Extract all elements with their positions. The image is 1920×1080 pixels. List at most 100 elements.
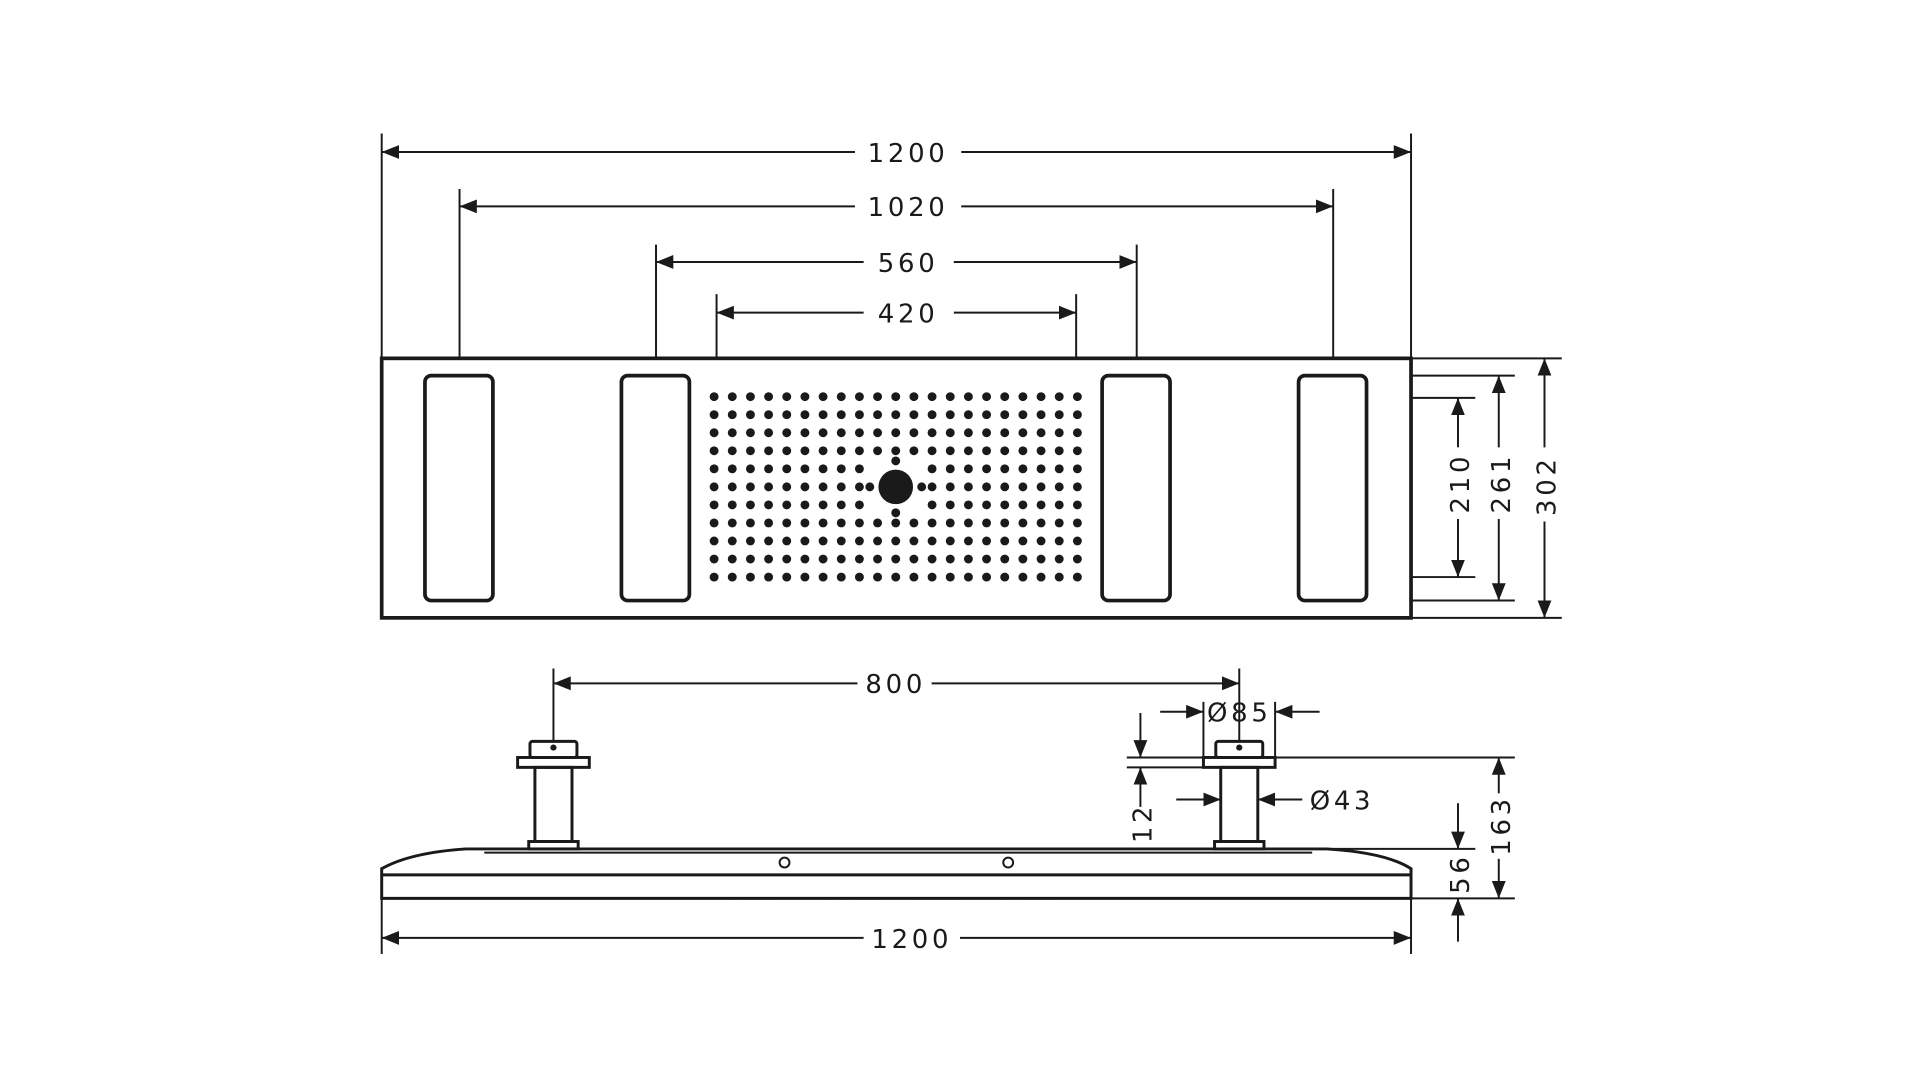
spray-nozzle (1054, 482, 1064, 492)
spray-nozzle (854, 482, 864, 492)
spray-nozzle (873, 392, 883, 402)
spray-nozzle (836, 500, 846, 510)
spray-nozzle (800, 572, 810, 582)
spray-nozzle (800, 446, 810, 456)
spray-nozzle (982, 446, 992, 456)
spray-nozzle (727, 392, 737, 402)
spray-nozzle (891, 446, 901, 456)
spray-nozzle (745, 482, 755, 492)
spray-nozzle (709, 410, 719, 420)
dim-side-overall-width: 1200 (871, 925, 952, 955)
spray-nozzle (727, 518, 737, 528)
spray-nozzle (1072, 464, 1082, 474)
spray-nozzle (945, 518, 955, 528)
spray-nozzle (836, 536, 846, 546)
spray-nozzle (782, 446, 792, 456)
spray-nozzle (982, 410, 992, 420)
spray-nozzle (836, 518, 846, 528)
spray-nozzle (927, 554, 937, 564)
spray-nozzle (963, 554, 973, 564)
light-panel-2 (619, 373, 692, 603)
spray-nozzle (963, 500, 973, 510)
dim-flange-thickness: 12 (1129, 803, 1159, 843)
spray-nozzle (927, 392, 937, 402)
spray-nozzle (909, 392, 919, 402)
spray-nozzle (782, 410, 792, 420)
spray-nozzle (1018, 554, 1028, 564)
spray-nozzle (854, 428, 864, 438)
spray-nozzle (1036, 554, 1046, 564)
spray-nozzle (800, 482, 810, 492)
spray-nozzle (1054, 446, 1064, 456)
light-panel-3 (1100, 373, 1172, 603)
spray-nozzle (1054, 392, 1064, 402)
spray-nozzle (1000, 410, 1010, 420)
spray-nozzle (1072, 500, 1082, 510)
spray-nozzle (782, 554, 792, 564)
side-view: 800 Ø85 Ø43 12 163 56 1200 (380, 668, 1517, 955)
spray-nozzle (1054, 572, 1064, 582)
spray-nozzle (1000, 536, 1010, 546)
spray-nozzle (818, 536, 828, 546)
spray-nozzle (745, 392, 755, 402)
spray-nozzle (836, 572, 846, 582)
spray-nozzle (745, 446, 755, 456)
spray-nozzle (782, 464, 792, 474)
spray-nozzle (836, 482, 846, 492)
spray-nozzle (745, 518, 755, 528)
spray-nozzle (1072, 536, 1082, 546)
spray-nozzle (1000, 392, 1010, 402)
spray-nozzle (982, 464, 992, 474)
spray-nozzle (800, 392, 810, 402)
spray-nozzle (854, 500, 864, 510)
spray-nozzle (1018, 428, 1028, 438)
spray-nozzle (709, 446, 719, 456)
spray-nozzle (1072, 572, 1082, 582)
spray-nozzle (963, 572, 973, 582)
spray-nozzle (854, 572, 864, 582)
spray-nozzle (818, 554, 828, 564)
dim-flange-diameter: Ø85 (1207, 699, 1272, 729)
spray-nozzle (945, 446, 955, 456)
spray-nozzle-grid (709, 392, 1082, 582)
spray-nozzle (727, 536, 737, 546)
spray-nozzle (836, 410, 846, 420)
spray-nozzle (909, 572, 919, 582)
spray-nozzle (963, 392, 973, 402)
spray-nozzle (709, 536, 719, 546)
spray-nozzle (1072, 518, 1082, 528)
spray-nozzle (727, 428, 737, 438)
spray-nozzle (891, 572, 901, 582)
dim-light-height: 261 (1487, 453, 1517, 514)
spray-nozzle (1036, 410, 1046, 420)
spray-nozzle (873, 446, 883, 456)
spray-nozzle (945, 572, 955, 582)
spray-nozzle (873, 572, 883, 582)
spray-nozzle (1018, 464, 1028, 474)
spray-nozzle (1036, 464, 1046, 474)
spray-nozzle (800, 554, 810, 564)
spray-nozzle (782, 428, 792, 438)
spray-nozzle (1000, 554, 1010, 564)
spray-nozzle (1054, 500, 1064, 510)
spray-nozzle (1000, 518, 1010, 528)
spray-nozzle (727, 464, 737, 474)
spray-nozzle (764, 518, 774, 528)
spray-nozzle (1018, 482, 1028, 492)
spray-nozzle (800, 464, 810, 474)
dim-inner-height: 210 (1446, 453, 1476, 514)
spray-nozzle (727, 572, 737, 582)
spray-nozzle (909, 518, 919, 528)
spray-nozzle (891, 392, 901, 402)
spray-nozzle (764, 464, 774, 474)
spray-nozzle (764, 428, 774, 438)
spray-nozzle (945, 428, 955, 438)
spray-nozzle (1000, 500, 1010, 510)
spray-nozzle (1054, 518, 1064, 528)
spray-nozzle (727, 554, 737, 564)
spray-nozzle (927, 446, 937, 456)
spray-nozzle (1018, 536, 1028, 546)
spray-nozzle (927, 572, 937, 582)
spray-nozzle (1018, 572, 1028, 582)
